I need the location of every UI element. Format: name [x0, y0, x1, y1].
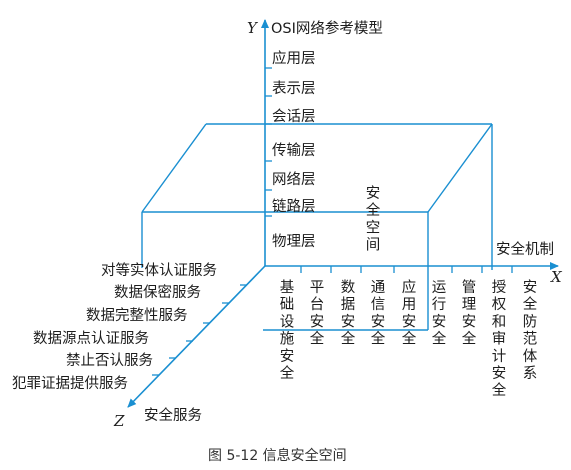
z-axis-title: 安全服务	[144, 406, 202, 424]
security-service-label: 数据完整性服务	[86, 307, 188, 324]
x-axis-letter: X	[550, 268, 563, 286]
y-axis-ticks	[265, 67, 272, 217]
osi-layer-label: 网络层	[272, 171, 316, 188]
osi-layer-label: 会话层	[272, 108, 316, 125]
osi-layer-label: 物理层	[272, 233, 316, 250]
security-mechanism-label: 应用安全	[402, 278, 417, 348]
x-axis-title: 安全机制	[496, 240, 554, 258]
security-service-label: 禁止否认服务	[66, 352, 153, 369]
y-axis-letter: Y	[247, 19, 259, 37]
security-mechanism-label: 管理安全	[462, 279, 477, 348]
osi-layer-label: 传输层	[272, 142, 316, 159]
security-service-label: 数据源点认证服务	[33, 330, 149, 347]
figure-caption: 图 5-12 信息安全空间	[208, 447, 347, 464]
security-mechanism-label: 平台安全	[310, 280, 325, 348]
security-mechanism-label: 安全防范体系	[523, 279, 538, 382]
osi-layer-label: 链路层	[272, 198, 316, 215]
security-space-box	[141, 123, 493, 331]
z-axis	[127, 265, 266, 408]
security-service-label: 对等实体认证服务	[101, 261, 217, 279]
security-service-label: 数据保密服务	[114, 284, 201, 301]
security-mechanism-label: 授权和审计安全	[492, 279, 507, 399]
x-axis-ticks	[300, 266, 513, 273]
security-mechanism-label: 基础设施安全	[280, 279, 295, 382]
security-service-label: 犯罪证据提供服务	[12, 375, 128, 392]
security-mechanism-label: 数据安全	[341, 279, 356, 348]
osi-layer-labels: 应用层 表示层 会话层 传输层 网络层 链路层 物理层	[272, 49, 316, 250]
z-axis-ticks	[152, 284, 247, 376]
security-space-center-label: 安全空间	[366, 185, 381, 254]
security-mechanism-label: 通信安全	[371, 279, 386, 348]
z-axis-letter: Z	[113, 412, 125, 430]
y-axis-title: OSI网络参考模型	[271, 20, 383, 37]
security-mechanism-label: 运行安全	[432, 279, 447, 348]
security-service-labels: 对等实体认证服务 数据保密服务 数据完整性服务 数据源点认证服务 禁止否认服务 …	[12, 261, 217, 392]
osi-layer-label: 应用层	[272, 49, 316, 67]
osi-layer-label: 表示层	[272, 80, 316, 97]
